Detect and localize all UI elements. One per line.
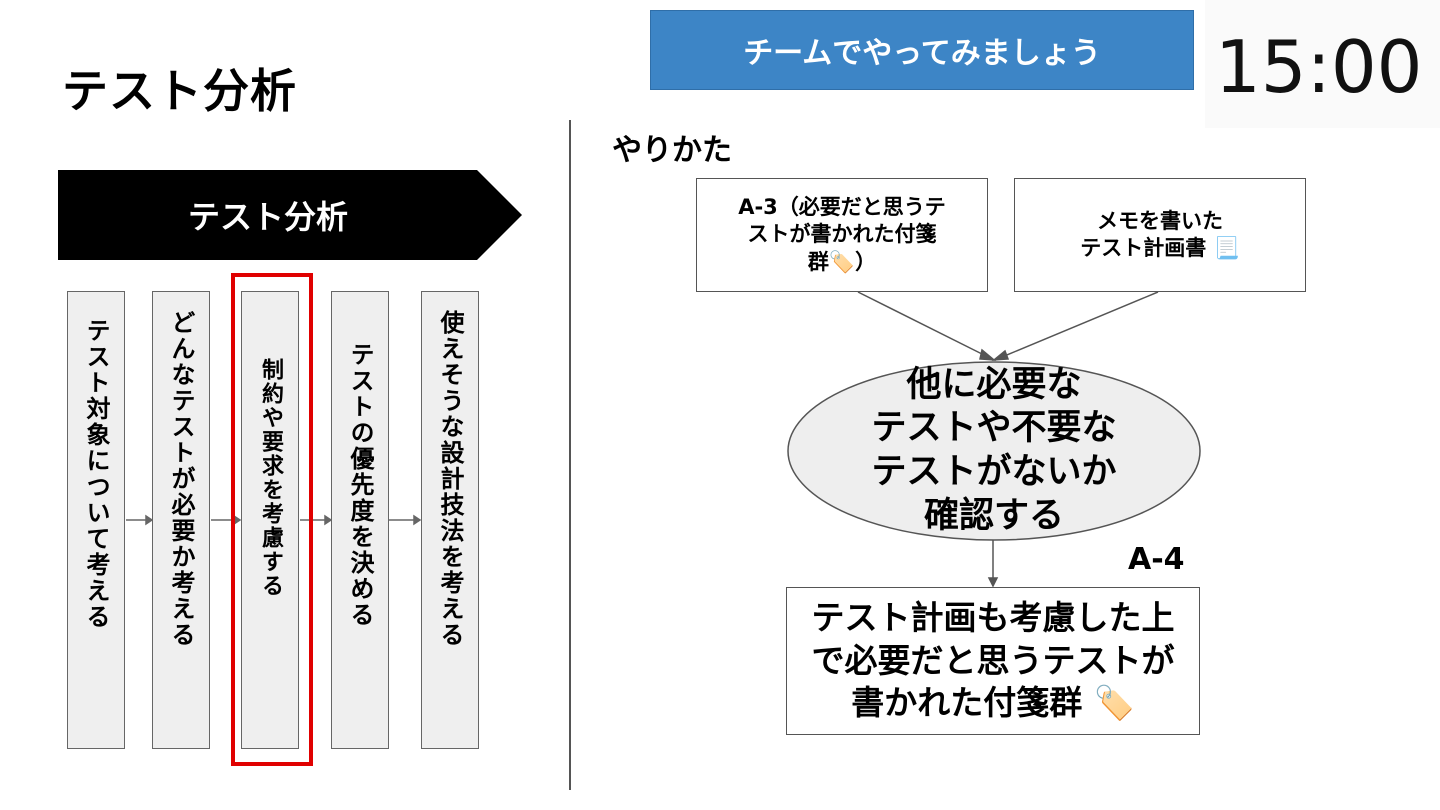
input-box-test-plan: メモを書いた テスト計画書 📃: [1014, 178, 1306, 292]
process-header-arrow: [58, 170, 522, 260]
process-header-label: テスト分析: [187, 198, 348, 236]
flow-arrow-a3-head: [979, 348, 997, 361]
process-ellipse: [787, 361, 1201, 541]
connector-1-2-head: [145, 514, 154, 526]
step-5-box: 使えそうな設計技法を考える: [421, 291, 479, 749]
output-box-a4: テスト計画も考慮した上 で必要だと思うテストが 書かれた付箋群 🏷️: [786, 587, 1200, 735]
howto-label: やりかた: [612, 133, 732, 168]
input-a3-line-2: ストが書かれた付箋: [747, 222, 937, 247]
output-id-label: A-4: [1128, 542, 1185, 577]
flow-arrow-output-head: [987, 577, 999, 588]
team-activity-label: チームでやってみましょう: [743, 36, 1101, 71]
page-title: テスト分析: [62, 64, 297, 118]
input-a3-line-3: 群🏷️）: [807, 249, 877, 274]
team-activity-banner: チームでやってみましょう: [650, 10, 1194, 90]
step-3-box: 制約や要求を考慮する: [241, 291, 299, 749]
output-line-3: 書かれた付箋群 🏷️: [851, 683, 1135, 723]
output-line-2: で必要だと思うテストが: [811, 640, 1175, 680]
process-line-4: 確認する: [923, 495, 1064, 536]
output-line-1: テスト計画も考慮した上: [811, 597, 1175, 637]
flow-graphics: [787, 291, 1201, 588]
step-4-label: テストの優先度を決める: [346, 342, 374, 628]
flow-arrow-memo-head: [991, 349, 1010, 361]
input-memo-line-2: テスト計画書 📃: [1080, 236, 1240, 260]
input-box-a3: A-3（必要だと思うテ ストが書かれた付箋 群🏷️）: [696, 178, 988, 292]
section-divider: [569, 120, 571, 790]
process-line-3: テストがないか: [871, 452, 1117, 492]
flow-arrow-a3-to-process: [857, 291, 987, 357]
process-line-1: 他に必要な: [906, 364, 1082, 405]
step-3-label: 制約や要求を考慮する: [258, 358, 283, 598]
timer-panel: [1205, 0, 1440, 128]
step-1-label: テスト対象について考える: [82, 318, 110, 630]
step-2-label: どんなテストが必要か考える: [167, 310, 195, 648]
connector-3-4-head: [324, 514, 333, 526]
input-a3-line-1: A-3（必要だと思うテ: [738, 195, 946, 220]
process-line-2: テストや不要な: [871, 408, 1117, 449]
flow-arrow-memo-to-process: [1001, 291, 1159, 358]
countdown-timer: 15:00: [1215, 25, 1423, 109]
input-memo-line-1: メモを書いた: [1097, 208, 1223, 233]
step-5-label: 使えそうな設計技法を考える: [436, 310, 464, 648]
process-text: 他に必要な テストや不要な テストがないか 確認する: [790, 362, 1198, 540]
step-1-box: テスト対象について考える: [67, 291, 125, 749]
current-step-highlight: [231, 273, 313, 766]
step-2-box: どんなテストが必要か考える: [152, 291, 210, 749]
connector-4-5-head: [413, 514, 422, 526]
step-4-box: テストの優先度を決める: [331, 291, 389, 749]
